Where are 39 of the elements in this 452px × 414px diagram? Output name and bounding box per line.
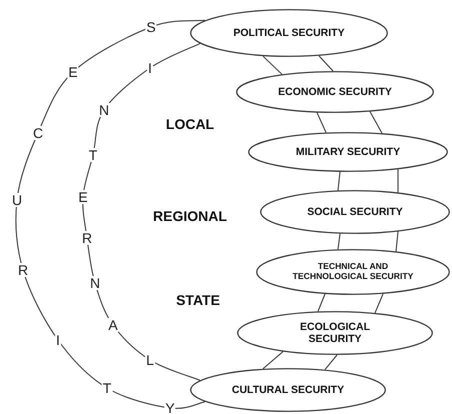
ellipse-node: SOCIAL SECURITY (260, 190, 450, 234)
ellipse-node: ECONOMIC SECURITY (236, 71, 434, 113)
arc-letter: N (98, 103, 110, 117)
arc-letter: R (16, 263, 30, 277)
connector-line (262, 56, 282, 75)
arc-line (15, 20, 206, 409)
arc-letter: T (88, 148, 98, 162)
connector-line (318, 55, 334, 72)
arc-letter: T (102, 381, 112, 395)
arc-letter: N (88, 276, 102, 290)
level-label: REGIONAL (153, 208, 227, 224)
connector-line (338, 171, 340, 191)
connector-line (374, 293, 384, 314)
ellipse-node: POLITICAL SECURITY (190, 9, 388, 57)
ellipse-node: MILITARY SECURITY (248, 132, 448, 172)
arc-letter: U (10, 193, 24, 207)
connector-line (318, 294, 326, 312)
arc-letter: E (77, 190, 89, 204)
ellipse-node: TECHNICAL AND TECHNOLOGICAL SECURITY (256, 249, 450, 295)
arc-letter: S (145, 20, 157, 34)
arc-letter: I (147, 61, 153, 75)
arc-letter: A (107, 318, 119, 332)
ellipse-node: ECOLOGICAL SECURITY (237, 311, 433, 355)
ellipse-node: CULTURAL SECURITY (190, 368, 386, 412)
arc-letter: I (55, 333, 61, 347)
arc-letter: C (32, 126, 44, 140)
connector-line (370, 111, 382, 134)
arc-letter: R (80, 231, 94, 245)
connector-line (396, 231, 398, 252)
connector-line (338, 233, 340, 250)
connector-line (324, 354, 338, 370)
connector-line (262, 351, 284, 370)
level-label: LOCAL (166, 116, 214, 132)
arc-line (82, 43, 200, 381)
connector-line (316, 112, 326, 133)
arc-letter: Y (164, 401, 176, 414)
arc-letter: L (145, 353, 155, 367)
level-label: STATE (176, 292, 220, 308)
arc-letter: E (67, 65, 79, 79)
